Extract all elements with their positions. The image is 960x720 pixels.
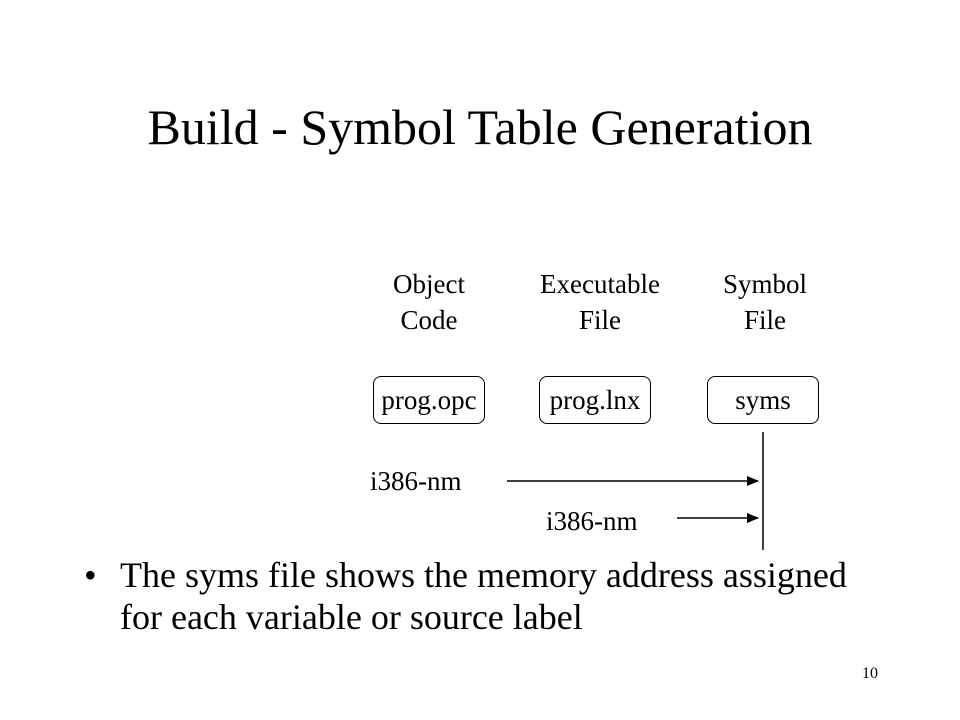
column-label-symbol-file: Symbol File [680,266,850,338]
file-box-prog-opc: prog.opc [373,376,485,424]
slide-title: Build - Symbol Table Generation [147,99,813,155]
column-label-line2: File [743,305,786,335]
bullet-text: The syms file shows the memory address a… [120,555,847,637]
command-label-lower: i386-nm [546,506,638,536]
bullet-marker: • [84,555,97,595]
page-number: 10 [862,665,878,682]
file-box-prog-lnx: prog.lnx [539,376,651,424]
column-label-object-code: Object Code [344,266,514,338]
file-box-syms: syms [707,376,819,424]
column-label-line2: Code [400,305,458,335]
command-label-upper: i386-nm [370,466,462,496]
column-label-line1: Object [393,269,465,299]
column-label-line2: File [578,305,621,335]
column-label-executable-file: Executable File [515,266,685,338]
column-label-line1: Symbol [722,269,808,299]
column-label-line1: Executable [540,269,660,299]
